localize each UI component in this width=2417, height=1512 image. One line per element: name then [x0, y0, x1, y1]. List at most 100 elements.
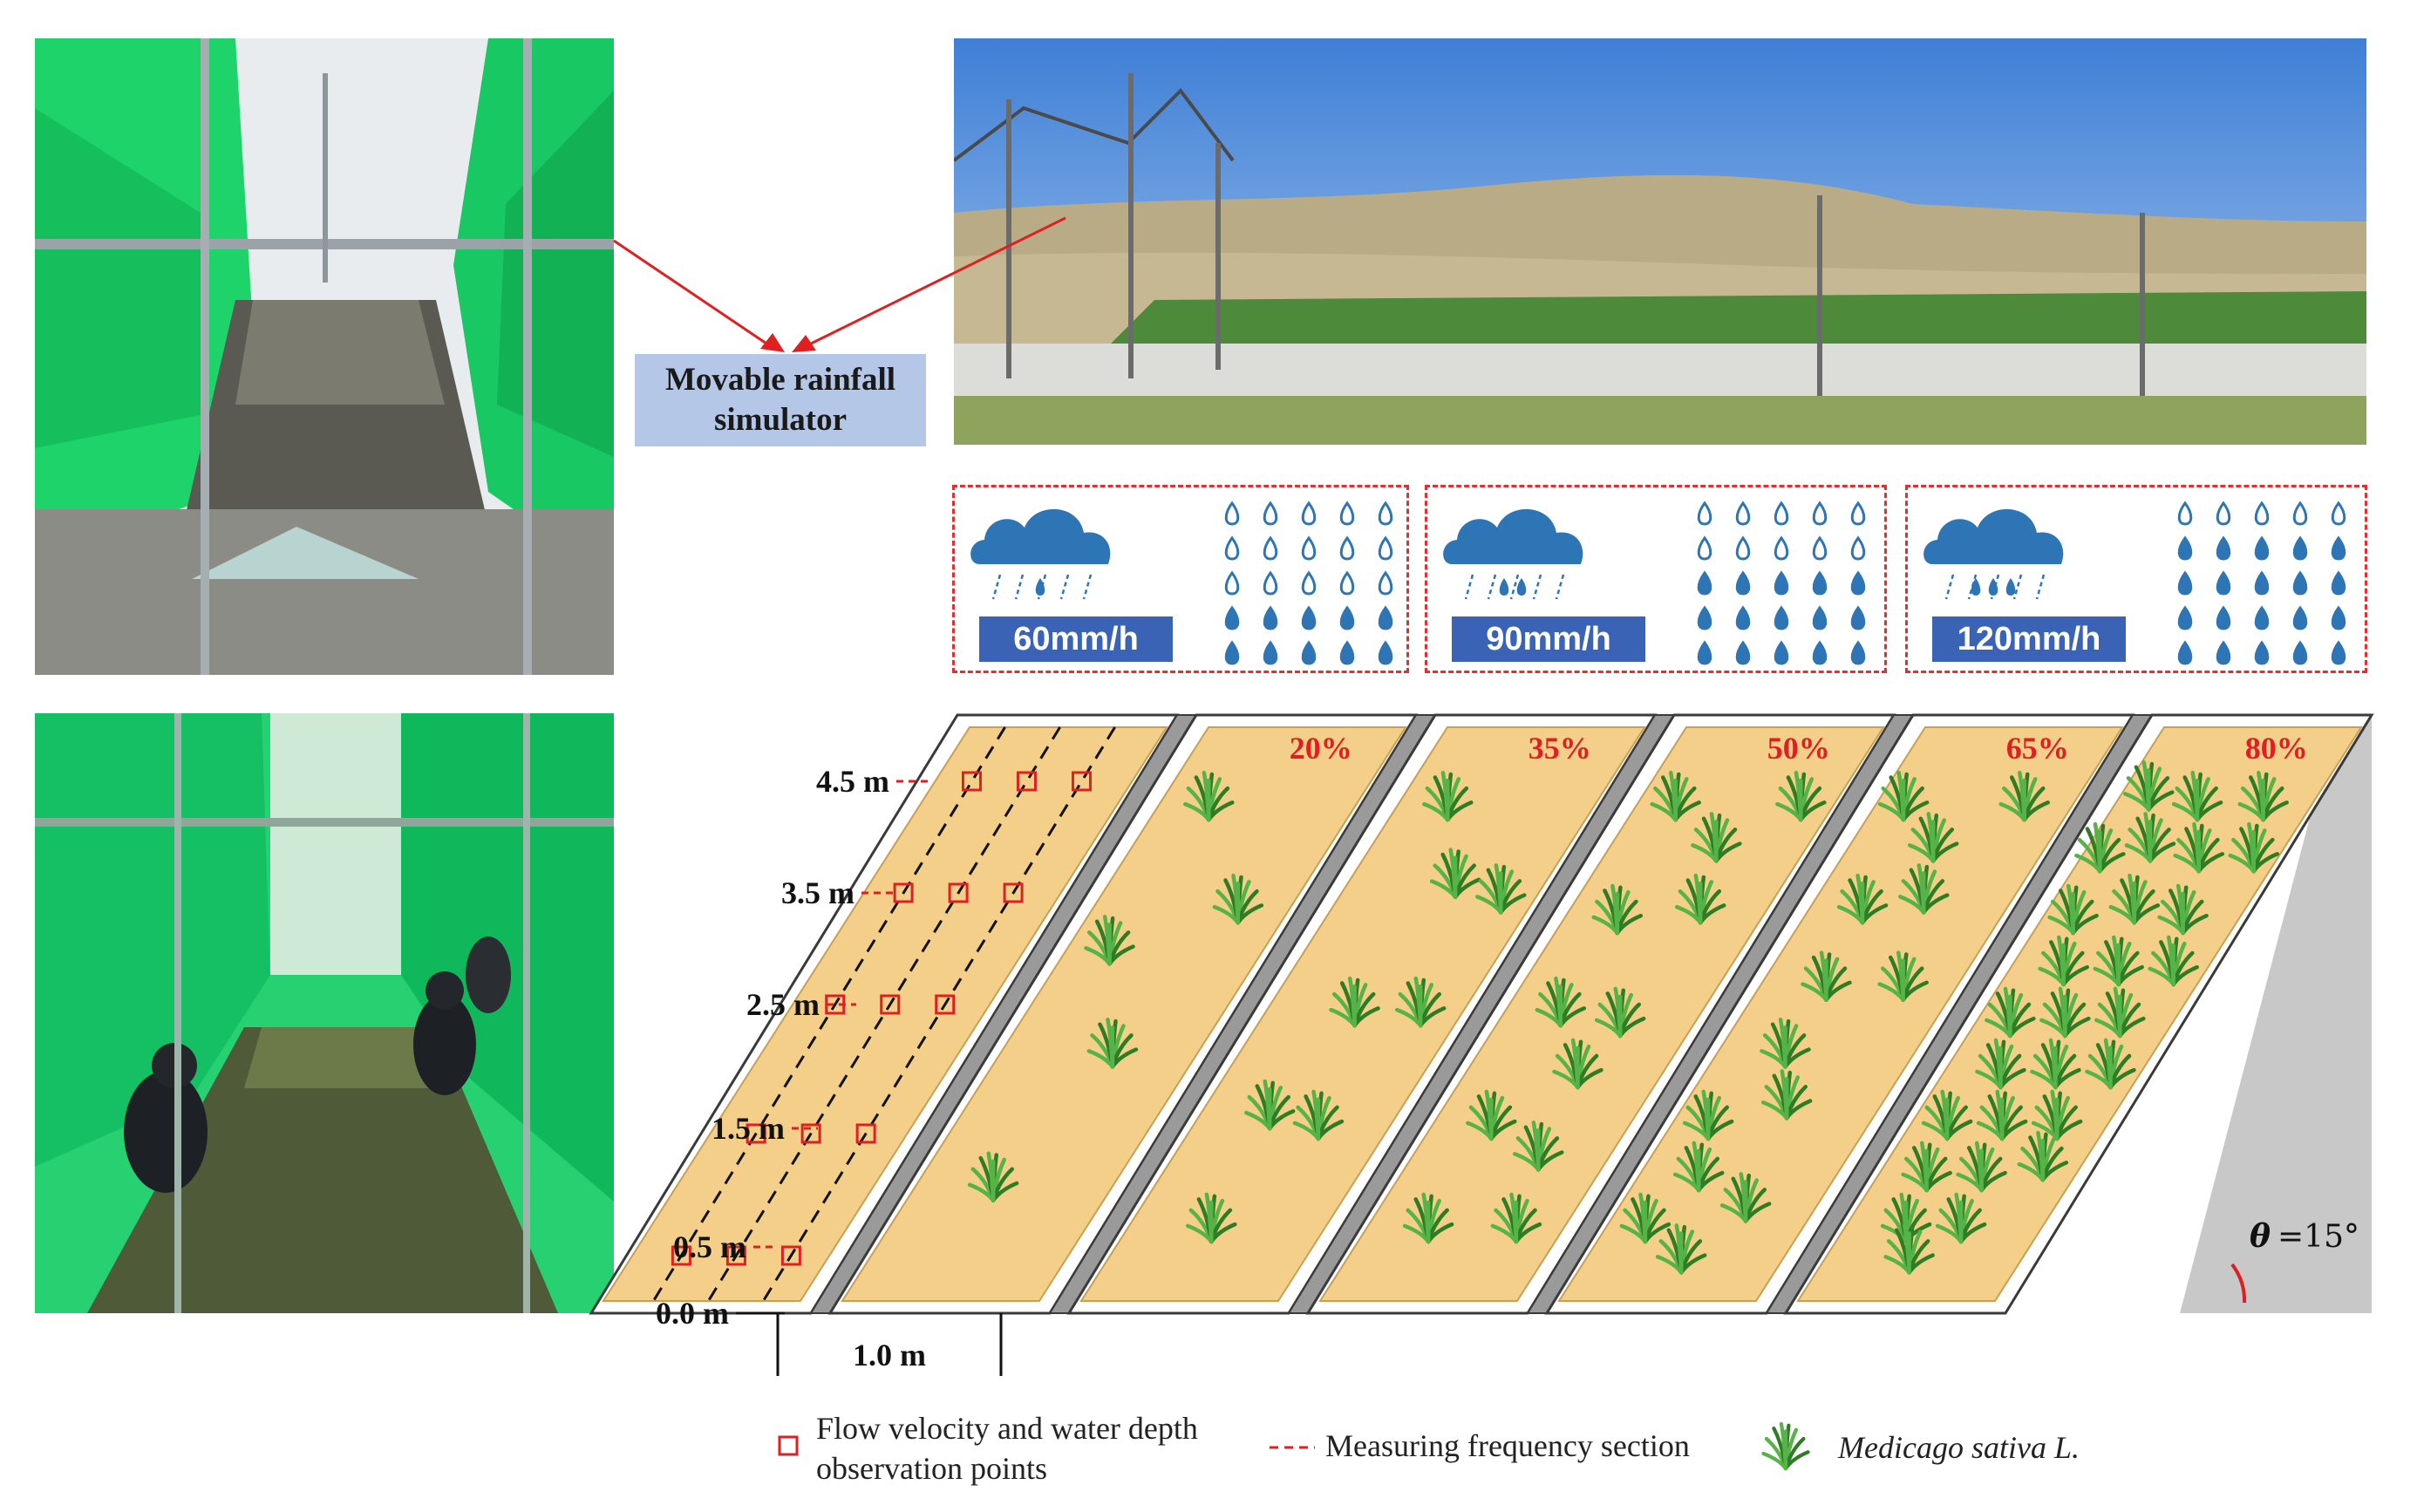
- filled-drop-icon: [2254, 535, 2270, 561]
- alfalfa-plant-icon: [2030, 1038, 2081, 1090]
- plot-soil-surface: [841, 726, 1407, 1302]
- empty-drop-icon: [2292, 501, 2308, 526]
- alfalfa-plant-icon: [1183, 770, 1235, 822]
- alfalfa-plant-icon: [1760, 1018, 1811, 1069]
- arrow-left: [613, 239, 773, 349]
- rainfall-box-1: 60mm/h: [952, 485, 1409, 673]
- alfalfa-plant-icon: [1956, 1141, 2007, 1193]
- observation-point-marker: [893, 882, 914, 903]
- filled-drop-icon: [2216, 535, 2231, 561]
- filled-drop-icon: [1774, 640, 1789, 665]
- filled-drop-icon: [1301, 640, 1317, 665]
- alfalfa-plant-icon: [2108, 873, 2161, 925]
- observation-point-marker: [880, 994, 901, 1015]
- observation-point-marker: [671, 1245, 691, 1266]
- filled-drop-icon: [1812, 640, 1828, 665]
- arrow-right: [803, 216, 1066, 349]
- empty-drop-icon: [1378, 570, 1393, 596]
- alfalfa-plant-icon: [1552, 1038, 1603, 1090]
- alfalfa-plant-icon: [1998, 770, 2050, 822]
- alfalfa-plant-icon: [1877, 950, 1929, 1002]
- alfalfa-plant-icon: [1719, 1172, 1772, 1223]
- raindrop-icon: [1035, 578, 1045, 596]
- rain-streak: [1487, 574, 1497, 600]
- raindrop-icon: [2005, 578, 2016, 596]
- observation-point-marker: [961, 771, 982, 792]
- rain-streak: [1532, 574, 1542, 600]
- origin-label: 0.0 m: [656, 1296, 729, 1331]
- alfalfa-plant-icon: [1901, 1141, 1952, 1193]
- filled-drop-icon: [1263, 640, 1278, 665]
- rain-streak: [1944, 574, 1955, 600]
- filled-drop-icon: [2216, 640, 2231, 665]
- filled-drop-icon: [1301, 605, 1317, 630]
- empty-drop-icon: [1263, 570, 1278, 596]
- alfalfa-plant-icon: [1513, 1120, 1564, 1172]
- rain-streak: [1037, 574, 1047, 600]
- plots-layer: 20%35%50%65%80%θ=15°: [589, 713, 2374, 1315]
- rain-streak: [1082, 574, 1093, 600]
- alfalfa-plant-icon: [1760, 1069, 1813, 1120]
- photo-runoff-plots-panorama: [954, 38, 2366, 445]
- alfalfa-plant-icon: [1086, 1018, 1139, 1069]
- filled-drop-icon: [2292, 605, 2308, 630]
- rain-streak: [1990, 574, 2000, 600]
- filled-drop-icon: [1339, 605, 1355, 630]
- alfalfa-plant-icon: [1429, 848, 1481, 899]
- filled-drop-icon: [2331, 640, 2346, 665]
- empty-drop-icon: [1263, 501, 1278, 526]
- empty-drop-icon: [1850, 535, 1866, 561]
- alfalfa-plant-icon: [2124, 812, 2176, 863]
- filled-drop-icon: [2216, 605, 2231, 630]
- alfalfa-plant-icon: [1394, 976, 1447, 1028]
- empty-drop-icon: [1339, 535, 1355, 561]
- observation-point-marker: [948, 882, 969, 903]
- empty-drop-icon: [1339, 570, 1355, 596]
- empty-drop-icon: [1263, 535, 1278, 561]
- filled-drop-icon: [1378, 605, 1393, 630]
- observation-point-marker: [1016, 771, 1037, 792]
- alfalfa-plant-icon: [2085, 1038, 2136, 1090]
- observation-point-marker: [746, 1123, 766, 1144]
- alfalfa-plant-icon: [1084, 915, 1135, 966]
- slope-angle-label: θ=15°: [2250, 1218, 2359, 1255]
- alfalfa-plant-icon: [1186, 1192, 1237, 1244]
- empty-drop-icon: [2254, 501, 2270, 526]
- coverage-label: 35%: [1528, 731, 1591, 766]
- simulator-callout: Movable rainfall simulator: [635, 354, 926, 446]
- filled-drop-icon: [2331, 535, 2346, 561]
- empty-drop-icon: [1224, 501, 1240, 526]
- rain-streak: [2035, 574, 2046, 600]
- filled-drop-icon: [2254, 640, 2270, 665]
- alfalfa-plant-icon: [1691, 812, 1742, 863]
- alfalfa-plant-icon: [1422, 770, 1474, 822]
- filled-drop-icon: [1850, 640, 1866, 665]
- rainfall-box-graphic: [1923, 501, 2346, 665]
- photo-simulator-interior: [35, 38, 614, 675]
- alfalfa-plant-icon: [2047, 883, 2099, 936]
- filled-drop-icon: [2292, 535, 2308, 561]
- alfalfa-plant-icon: [2228, 821, 2280, 874]
- alfalfa-plant-icon: [1672, 1141, 1725, 1193]
- legend-alfalfa-icon: [1761, 1421, 1810, 1471]
- alfalfa-plant-icon: [1475, 863, 1527, 915]
- alfalfa-plant-icon: [2038, 935, 2089, 987]
- alfalfa-plant-icon: [2094, 986, 2146, 1039]
- legend-layer: Flow velocity and water depthobservation…: [778, 1411, 2080, 1486]
- axis-layer: 4.5 m3.5 m2.5 m1.5 m0.5 m0.0 m1.0 m: [656, 764, 1003, 1376]
- observation-point-marker: [800, 1123, 821, 1144]
- filled-drop-icon: [2331, 570, 2346, 596]
- alfalfa-plant-icon: [1402, 1192, 1454, 1244]
- legend-observation-marker: [778, 1435, 799, 1456]
- arrow-left-head: [760, 333, 785, 352]
- alfalfa-plant-icon: [2017, 1130, 2069, 1182]
- rainfall-box-graphic: [970, 501, 1393, 665]
- alfalfa-plant-icon: [1619, 1192, 1671, 1244]
- empty-drop-icon: [1339, 501, 1355, 526]
- rain-streak: [1509, 574, 1520, 600]
- rain-cloud-icon: [1923, 508, 2064, 564]
- alfalfa-plant-icon: [1907, 812, 1959, 863]
- filled-drop-icon: [1339, 640, 1355, 665]
- filled-drop-icon: [1697, 605, 1712, 630]
